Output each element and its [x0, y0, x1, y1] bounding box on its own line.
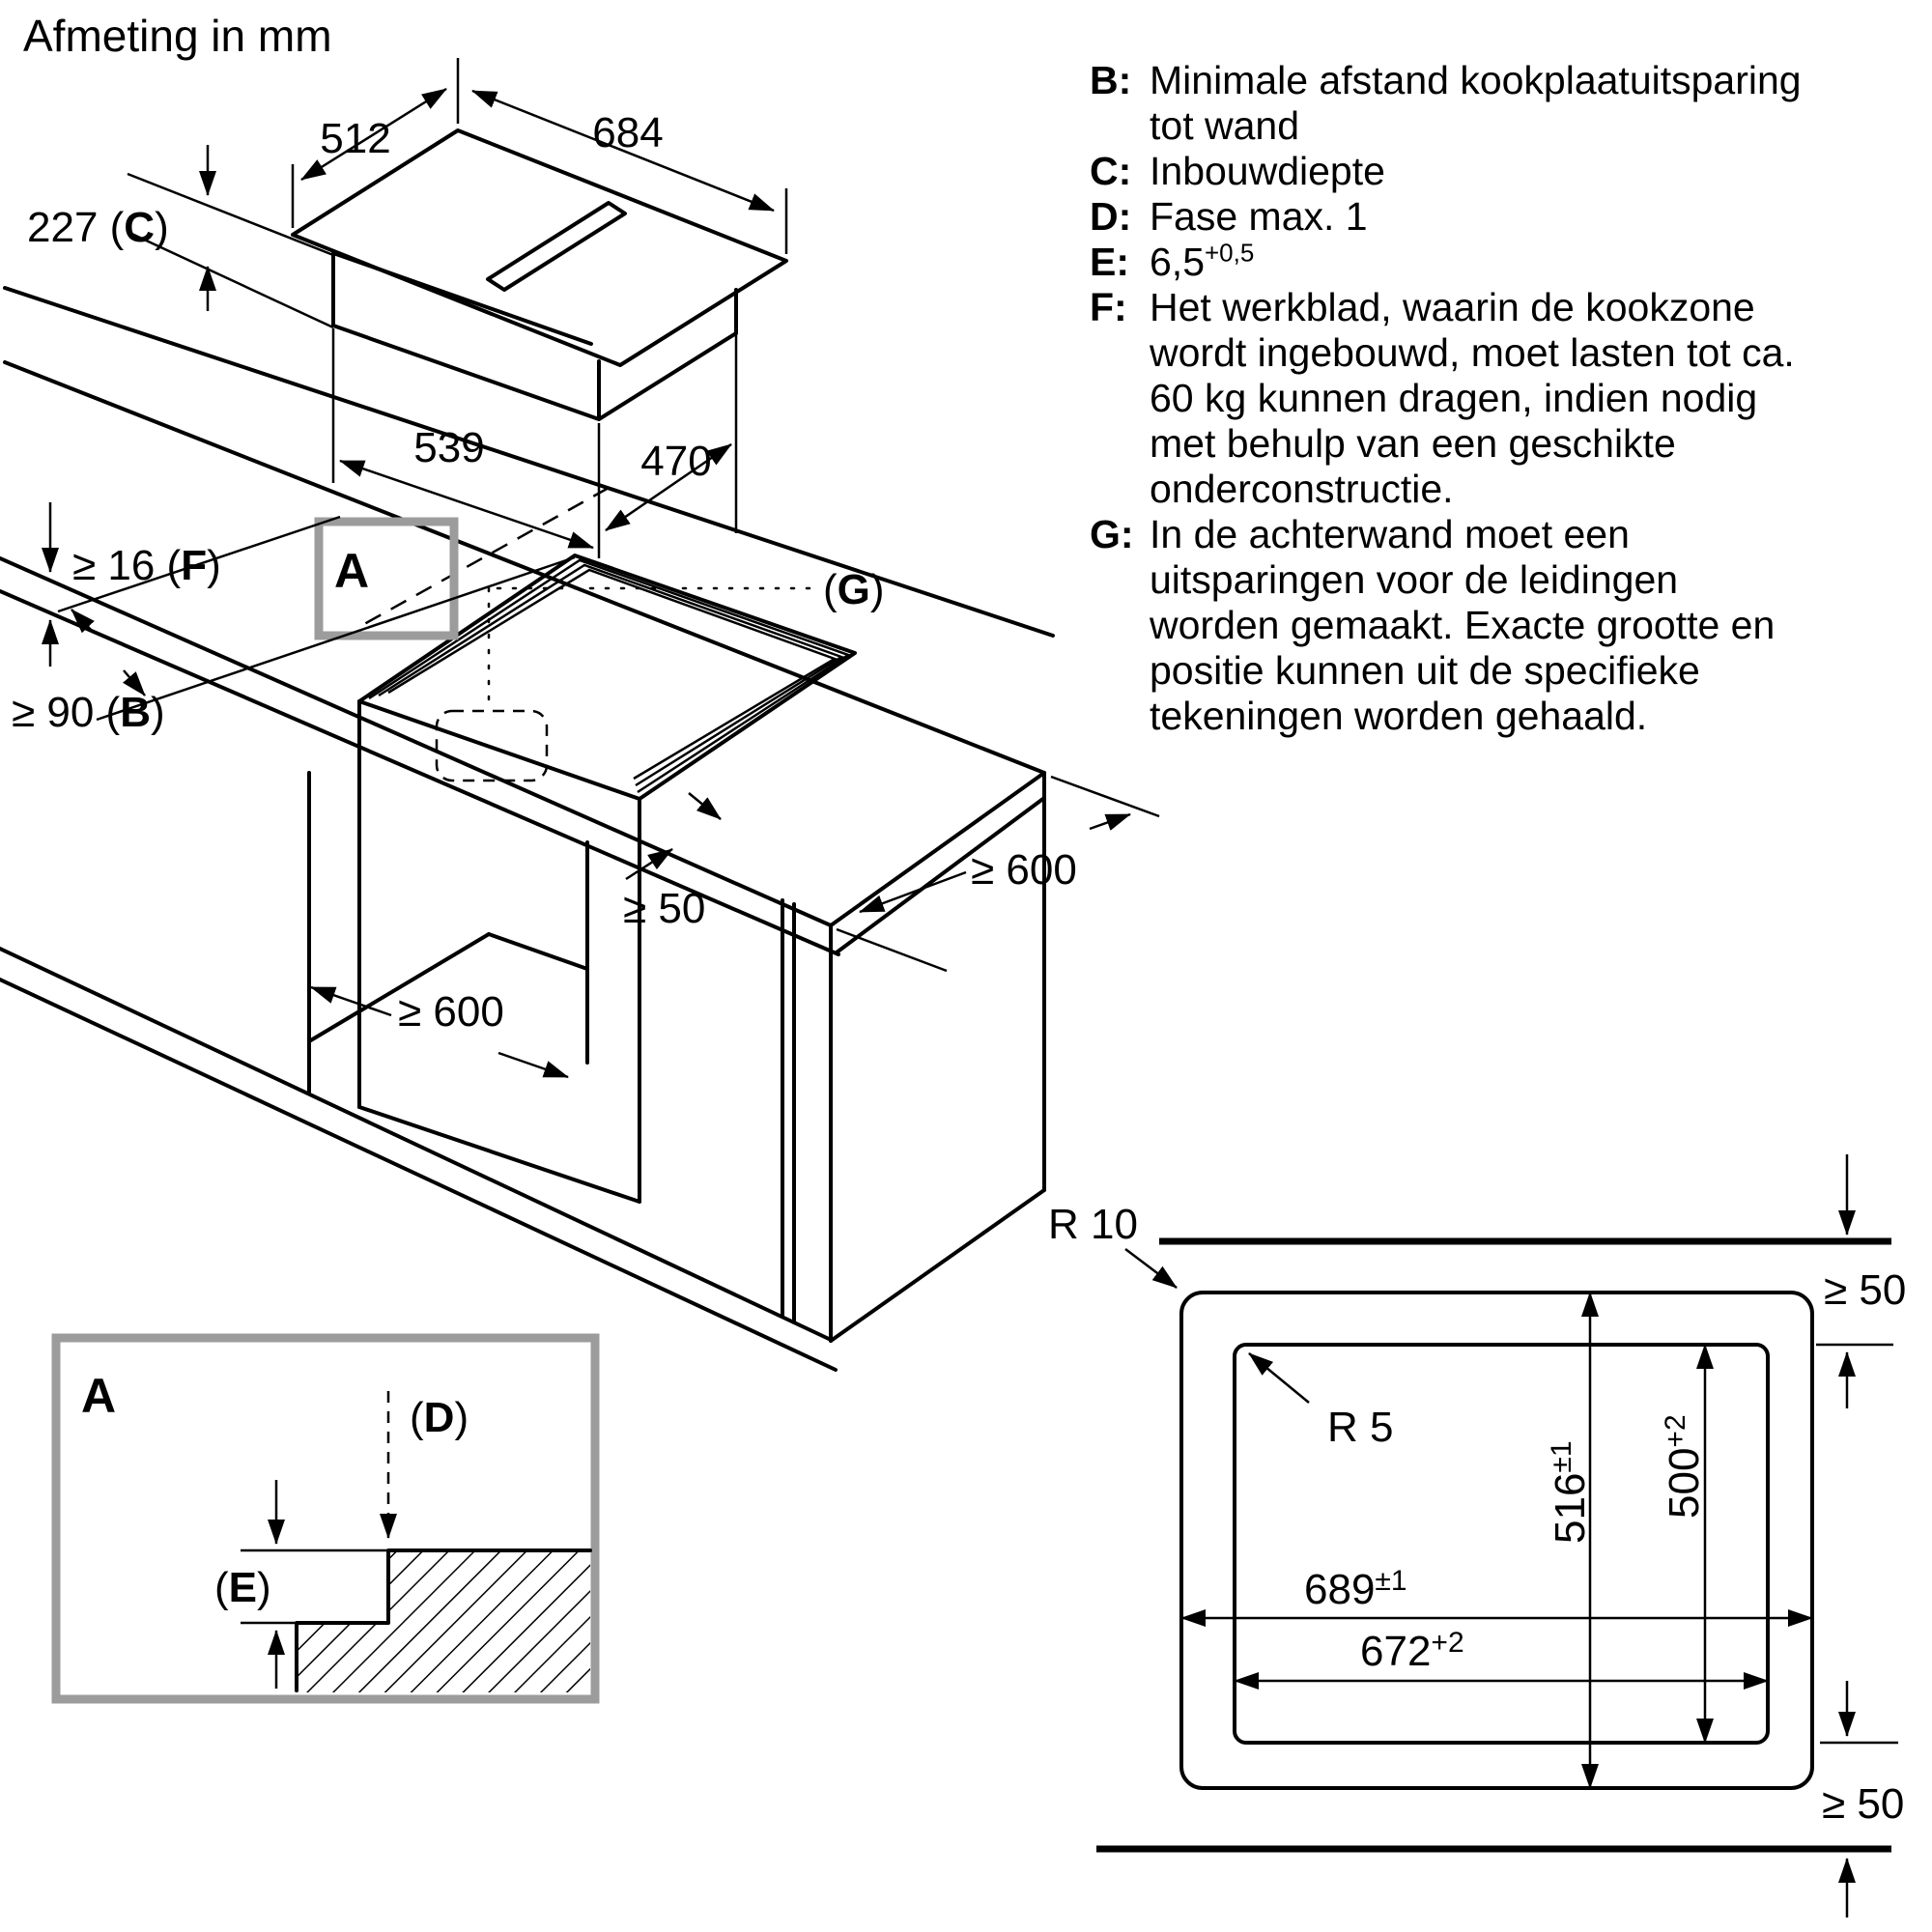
step-profile	[295, 1548, 592, 1692]
detail-a-marker-box	[314, 517, 459, 640]
hob-isometric-view: 512 684 227 (C) 539 470	[27, 58, 788, 558]
hob-top-face	[291, 128, 788, 367]
dim-689: 689±1	[1304, 1565, 1407, 1613]
radius-inner-leader	[1248, 1352, 1310, 1404]
detail-a-view: A (E) (D)	[51, 1333, 600, 1704]
arrow-to-cutout-front	[688, 792, 722, 820]
cabinet-floor-left-edge	[307, 932, 491, 1043]
wall-top-edge	[3, 286, 1055, 638]
legend-row: C:Inbouwdiepte	[1090, 149, 1385, 193]
plinth-top-line	[0, 947, 831, 1341]
dim-arrow	[310, 985, 392, 1017]
hob-body	[331, 251, 738, 421]
hob-vent-slot	[486, 201, 627, 292]
label-e: (E)	[214, 1564, 271, 1611]
label-top-clearance: ≥ 50	[1824, 1266, 1906, 1314]
extension-line	[836, 927, 948, 973]
plinth-bottom-line	[0, 978, 838, 1372]
label-radius-inner: R 5	[1327, 1404, 1393, 1451]
legend-row: uitsparingen voor de leidingen	[1150, 557, 1679, 602]
label-radius-outer: R 10	[1048, 1201, 1138, 1248]
detail-a-marker: A	[334, 544, 369, 598]
legend-row: F:Het werkblad, waarin de kookzone	[1090, 285, 1755, 329]
label-front-distance: ≥ 50	[623, 885, 705, 932]
extension-line	[1050, 775, 1160, 818]
legend-row: G:In de achterwand moet een	[1090, 512, 1630, 556]
detail-a-frame	[51, 1333, 600, 1704]
dim-227-c: 227 (C)	[27, 204, 169, 251]
legend-row: D:Fase max. 1	[1090, 194, 1368, 239]
worktop-back-edge	[3, 360, 1046, 775]
wall-duct-cutout-dashed	[435, 709, 549, 782]
extension-line	[127, 172, 334, 257]
dim-line-470	[605, 442, 732, 532]
legend-row: wordt ingebouwd, moet lasten tot ca.	[1150, 330, 1795, 375]
cutout-outer-rect	[1179, 1291, 1814, 1790]
base-cabinet	[0, 699, 1046, 1372]
legend-row: worden gemaakt. Exacte grootte en	[1150, 603, 1776, 647]
opening-bottom-edge	[357, 1105, 641, 1204]
dim-684: 684	[592, 109, 663, 156]
worktop-front-edge	[0, 556, 833, 927]
legend-row: 60 kg kunnen dragen, indien nodig	[1150, 376, 1758, 420]
label-thickness-f: ≥ 16 (F)	[72, 542, 221, 589]
extension-line	[96, 555, 576, 722]
page-title: Afmeting in mm	[23, 11, 332, 61]
extension-line	[57, 515, 341, 613]
dim-arrow	[497, 1051, 569, 1079]
dim-line-512	[300, 87, 447, 182]
label-bottom-clearance: ≥ 50	[1822, 1780, 1904, 1828]
label-depth-min: ≥ 600	[971, 846, 1077, 894]
legend-block: B:Minimale afstand kookplaatuitsparing t…	[1090, 58, 1930, 739]
arrow-to-cutout-line	[122, 669, 146, 696]
cutout-inner-rect	[1233, 1343, 1770, 1745]
dim-line-684	[471, 89, 775, 213]
dim-512: 512	[320, 115, 390, 162]
cabinet-bottom-right-edge	[829, 1188, 1046, 1343]
worktop-section-hatch	[297, 1550, 590, 1692]
worktop-cutout-rim	[357, 554, 857, 801]
legend-row: onderconstructie.	[1150, 467, 1454, 511]
projection-dashed-line	[356, 486, 610, 630]
cutout-plan-view: R 10 R 5 ≥ 50 516±1 500+2 689±1 672+2	[1048, 1154, 1906, 1918]
worktop-right-end-bottom	[835, 796, 1046, 954]
dim-516: 516±1	[1546, 1440, 1594, 1544]
dim-470: 470	[640, 438, 711, 485]
extension-line	[127, 230, 334, 329]
installation-isometric-view: A ≥ 16 (F) ≥ 90 (B) ≥ 50 ≥ 600 ≥ 600	[0, 286, 1160, 1372]
cabinet-floor-back-edge	[487, 932, 589, 971]
dim-539: 539	[413, 424, 484, 471]
arrow-to-worktop-front	[625, 847, 673, 881]
legend-row: positie kunnen uit de specifieke	[1150, 648, 1700, 693]
dim-arrow	[859, 870, 967, 914]
dim-672: 672+2	[1360, 1627, 1464, 1675]
worktop-front-face-bottom	[0, 589, 840, 956]
detail-a-title: A	[81, 1369, 116, 1423]
dim-500: 500+2	[1660, 1414, 1708, 1519]
legend-row: tot wand	[1150, 103, 1299, 148]
radius-outer-leader	[1124, 1248, 1178, 1289]
legend-row: tekeningen worden gehaald.	[1150, 694, 1648, 738]
dim-arrow	[1089, 812, 1131, 831]
arrow-to-wall-line	[71, 609, 95, 634]
legend-row: B:Minimale afstand kookplaatuitsparing	[1090, 58, 1802, 102]
legend-row: met behulp van een geschikte	[1150, 421, 1676, 466]
label-d: (D)	[410, 1394, 469, 1441]
legend-row: E:6,5+0,5	[1090, 238, 1255, 284]
label-g: (G)	[823, 566, 885, 613]
label-wall-distance-b: ≥ 90 (B)	[12, 689, 165, 736]
dim-line-539	[339, 459, 594, 550]
label-width-min: ≥ 600	[398, 988, 504, 1036]
legend-superscript: +0,5	[1205, 238, 1255, 268]
